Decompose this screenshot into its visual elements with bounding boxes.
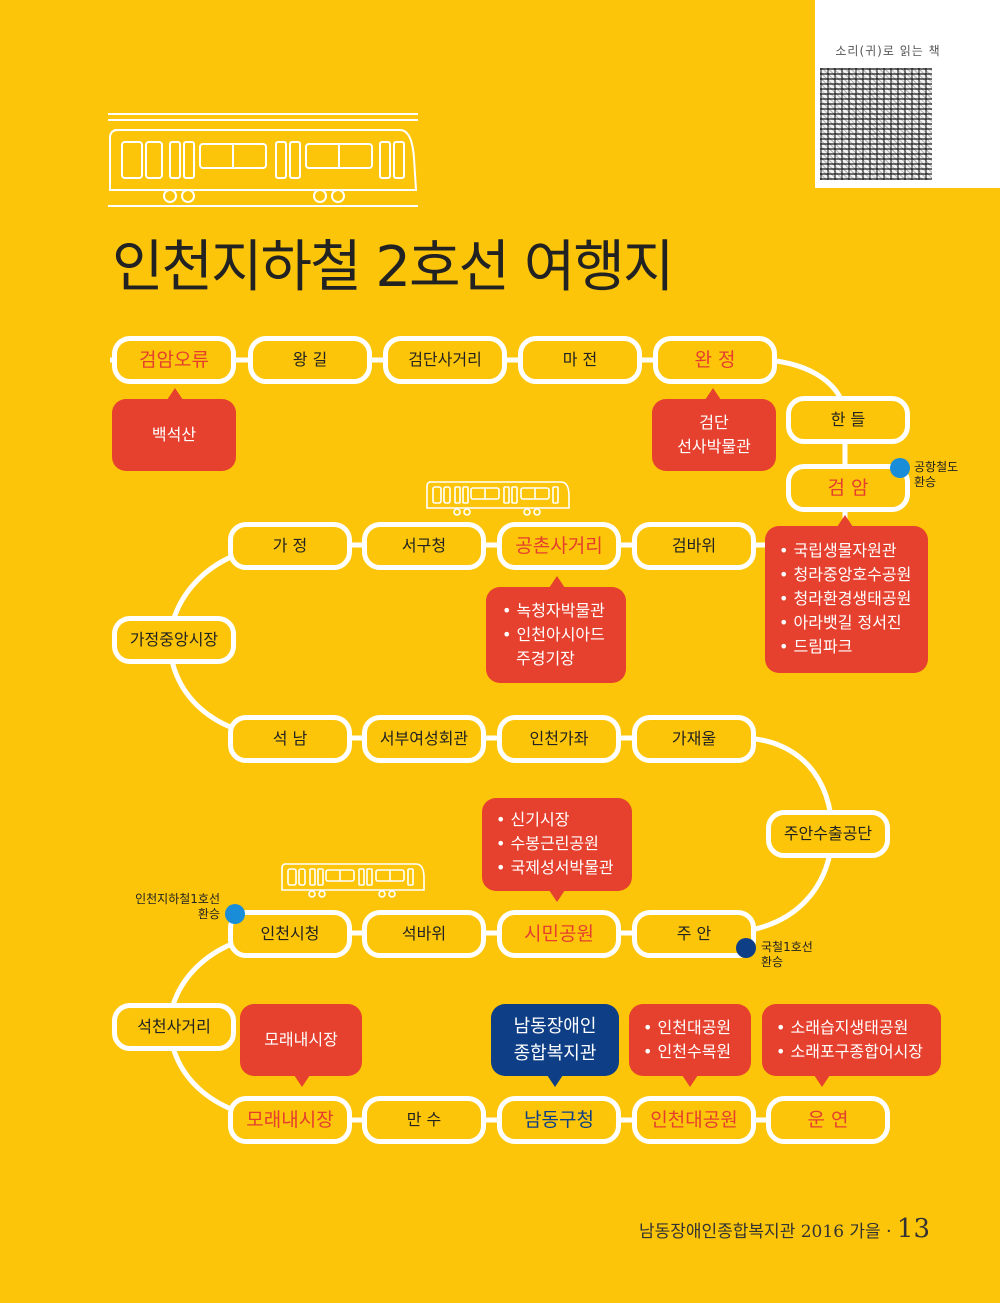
bubble-pointer: [167, 388, 183, 400]
page-number: 13: [896, 1214, 930, 1244]
station-geomdansageori[interactable]: 검단사거리: [383, 336, 507, 384]
station-seokcheonsageori[interactable]: 석천사거리: [112, 1003, 236, 1051]
station-gajeong[interactable]: 가 정: [228, 522, 352, 570]
station-geomam[interactable]: 검 암: [786, 464, 910, 512]
bubble-pointer: [705, 388, 721, 400]
attraction-bubble-unyeon: 소래습지생태공원 소래포구종합어시장: [762, 1004, 941, 1076]
station-simingongwon[interactable]: 시민공원: [497, 910, 621, 958]
page-footer: 남동장애인종합복지관 2016 가을 · 13: [638, 1214, 930, 1244]
station-incheonsicheong[interactable]: 인천시청: [228, 910, 352, 958]
station-geomamoryu[interactable]: 검암오류: [112, 336, 236, 384]
station-juan[interactable]: 주 안: [632, 910, 756, 958]
station-moraenaesijang[interactable]: 모래내시장: [228, 1096, 352, 1144]
station-seobuyeoseonghoegwan[interactable]: 서부여성회관: [362, 715, 486, 763]
station-seogucheong[interactable]: 서구청: [362, 522, 486, 570]
station-majeon[interactable]: 마 전: [518, 336, 642, 384]
bubble-pointer: [547, 1075, 563, 1087]
train-icon: [108, 113, 418, 207]
station-seoknam[interactable]: 석 남: [228, 715, 352, 763]
attraction-bubble-incheondaegongwon: 인천대공원 인천수목원: [629, 1004, 751, 1076]
bubble-pointer: [682, 1075, 698, 1087]
transfer-label-airport-railroad: 공항철도 환승: [914, 460, 959, 489]
station-geombawi[interactable]: 검바위: [632, 522, 756, 570]
attraction-bubble-geomam: 국립생물자원관 청라중앙호수공원 청라환경생태공원 아라뱃길 정서진 드림파크: [765, 526, 928, 673]
station-handeul[interactable]: 한 들: [786, 396, 910, 444]
station-gongchonsageori[interactable]: 공촌사거리: [497, 522, 621, 570]
bubble-pointer: [837, 515, 853, 527]
bubble-pointer: [549, 576, 565, 588]
station-wanjeong[interactable]: 완 정: [653, 336, 777, 384]
station-wanggil[interactable]: 왕 길: [248, 336, 372, 384]
station-incheondaegongwon[interactable]: 인천대공원: [632, 1096, 756, 1144]
qr-label: 소리(귀)로 읽는 책: [835, 44, 941, 58]
transfer-dot-incheon-line1: [225, 904, 245, 924]
bubble-pointer: [814, 1075, 830, 1087]
attraction-bubble-moraenae: 모래내시장: [240, 1004, 362, 1076]
small-train-icon: [281, 863, 425, 898]
station-gajeongjungangsijang[interactable]: 가정중앙시장: [112, 616, 236, 664]
attraction-bubble-simingongwon: 신기시장 수봉근린공원 국제성서박물관: [482, 798, 632, 891]
attraction-bubble-welfare-center: 남동장애인 종합복지관: [491, 1004, 619, 1076]
qr-code-image[interactable]: [820, 68, 932, 180]
page-title: 인천지하철 2호선 여행지: [112, 235, 674, 300]
station-gajaeul[interactable]: 가재울: [632, 715, 756, 763]
station-incheongajwa[interactable]: 인천가좌: [497, 715, 621, 763]
station-unyeon[interactable]: 운 연: [766, 1096, 890, 1144]
station-mansu[interactable]: 만 수: [362, 1096, 486, 1144]
attraction-bubble-baekseoksan: 백석산: [112, 399, 236, 471]
small-train-icon: [426, 481, 570, 516]
transfer-dot-korail-line1: [736, 938, 756, 958]
bubble-pointer: [294, 1075, 310, 1087]
attraction-bubble-gongchon: 녹청자박물관 인천아시아드 주경기장 .bubble li[data-bind=…: [486, 587, 626, 683]
station-namdonggucheong[interactable]: 남동구청: [497, 1096, 621, 1144]
transfer-dot-airport-railroad: [890, 458, 910, 478]
station-seokbawi[interactable]: 석바위: [362, 910, 486, 958]
bubble-pointer: [549, 890, 565, 902]
station-juansuchulgongdan[interactable]: 주안수출공단: [766, 810, 890, 858]
transfer-label-korail-line1: 국철1호선 환승: [761, 940, 813, 969]
attraction-bubble-geomdan: 검단 선사박물관: [652, 399, 776, 471]
transfer-label-incheon-line1: 인천지하철1호선 환승: [135, 892, 220, 921]
